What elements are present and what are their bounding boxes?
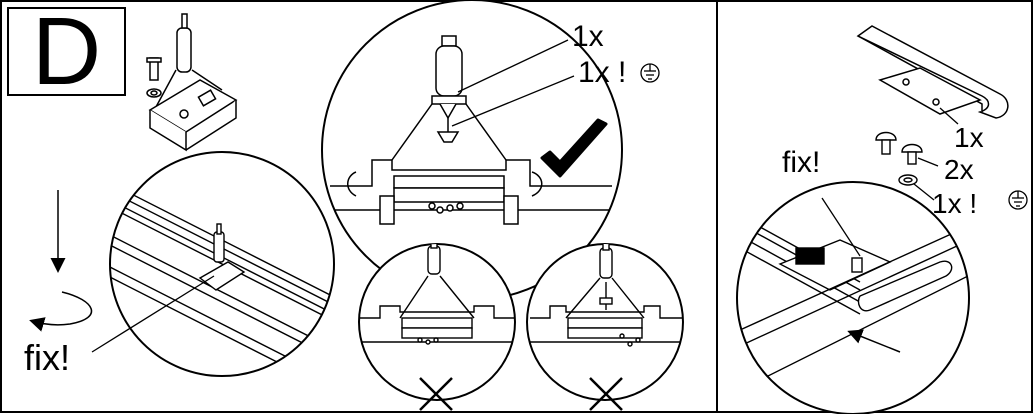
cross-icon <box>419 377 453 411</box>
checkmark-icon <box>540 118 608 178</box>
end-cap-illustration <box>856 25 1009 119</box>
leader-1x-earth <box>451 75 575 127</box>
leader-1x-cap <box>939 107 959 125</box>
insert-arrow-icon <box>847 329 901 353</box>
earth-symbol-icon <box>640 63 660 83</box>
step-box <box>7 7 126 96</box>
leader-1x <box>457 39 569 93</box>
qty-1x-label: 1x <box>572 20 604 53</box>
washer-illustration <box>898 174 918 186</box>
end-cap-profile <box>739 215 969 381</box>
qty-2x-label: 2x <box>944 154 974 185</box>
fix-label-right: fix! <box>782 146 821 179</box>
leader-2x <box>917 157 939 167</box>
cross-icon <box>589 377 623 411</box>
fix-leader-right <box>821 197 861 257</box>
adapter-part-illustration <box>146 13 238 152</box>
earth-symbol-icon <box>1008 190 1028 210</box>
leader-1x-washer <box>913 183 935 201</box>
fix-label-left: fix! <box>24 337 71 378</box>
fix-leader-left <box>91 275 215 353</box>
qty-1x-cap-label: 1x <box>954 122 984 153</box>
screw-illustration <box>875 131 923 165</box>
qty-1x-earth-right-label: 1x ! <box>932 188 978 219</box>
rotate-arrow-icon <box>29 291 93 332</box>
qty-1x-earth-label: 1x ! <box>578 56 627 89</box>
step-letter: D <box>31 0 102 105</box>
